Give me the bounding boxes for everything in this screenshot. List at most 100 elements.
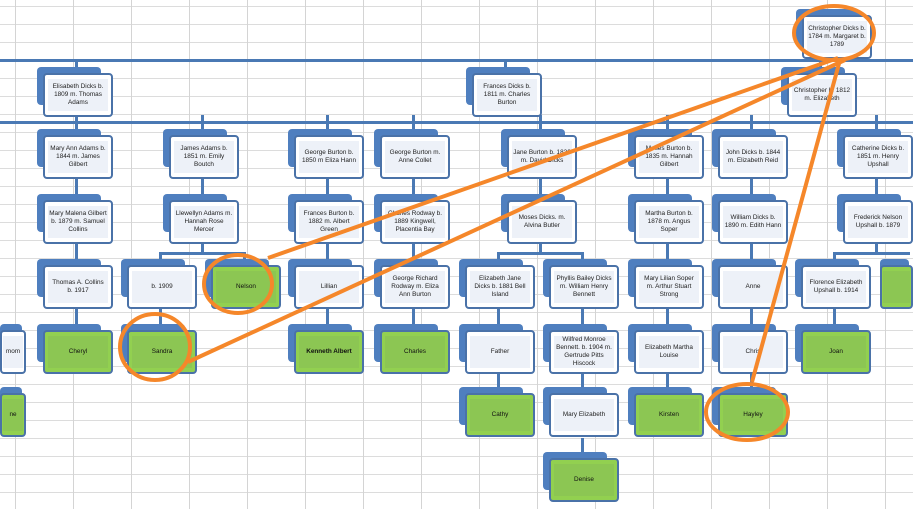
node-label: mom <box>3 336 23 368</box>
tree-node-georgeb2[interactable]: George Burton m. Anne Collet <box>374 129 450 179</box>
tree-node-florence[interactable]: Florence Elizabeth Upshall b. 1914 <box>795 259 871 309</box>
node-label: Catherine Dicks b. 1851 m. Henry Upshall <box>848 141 908 173</box>
connector-line <box>75 308 78 325</box>
node-box: Anne <box>718 265 788 309</box>
connector-line <box>750 373 753 388</box>
node-label: Martha Burton b. 1878 m. Angus Soper <box>639 206 699 238</box>
node-box: Catherine Dicks b. 1851 m. Henry Upshall <box>843 135 913 179</box>
tree-node-sandra[interactable]: Sandra <box>121 324 197 374</box>
connector-line <box>159 308 162 325</box>
tree-node-maryelizabeth[interactable]: Mary Elizabeth <box>543 387 619 437</box>
node-label: Kenneth Albert <box>299 336 359 368</box>
connector-line <box>875 243 878 252</box>
node-label: Kirsten <box>639 399 699 431</box>
tree-node-thomas[interactable]: Thomas A. Collins b. 1917 <box>37 259 113 309</box>
connector-line <box>666 243 669 260</box>
tree-node-elizabethjane[interactable]: Elizabeth Jane Dicks b. 1881 Bell Island <box>459 259 535 309</box>
tree-node-frances[interactable]: Frances Dicks b. 1811 m. Charles Burton <box>466 67 542 117</box>
tree-node-william[interactable]: William Dicks b. 1890 m. Edith Hann <box>712 194 788 244</box>
node-box: George Richard Rodway m. Eliza Ann Burto… <box>380 265 450 309</box>
node-box: Charles Rodway b. 1889 Kingwell, Placent… <box>380 200 450 244</box>
node-label: ne <box>3 399 23 431</box>
node-box: Moses Dicks. m. Alvina Butler <box>507 200 577 244</box>
node-label: William Dicks b. 1890 m. Edith Hann <box>723 206 783 238</box>
node-box: b. 1909 <box>127 265 197 309</box>
tree-node-mosesdicks[interactable]: Moses Dicks. m. Alvina Butler <box>501 194 577 244</box>
node-box: Martha Burton b. 1878 m. Angus Soper <box>634 200 704 244</box>
tree-node-father[interactable]: Father <box>459 324 535 374</box>
node-label: Moses Dicks. m. Alvina Butler <box>512 206 572 238</box>
node-label: Anne <box>723 271 783 303</box>
tree-node-janeburton[interactable]: Jane Burton b. 1830 m. David Dicks <box>501 129 577 179</box>
tree-node-charlesrodway[interactable]: Charles Rodway b. 1889 Kingwell, Placent… <box>374 194 450 244</box>
node-box: Joan <box>801 330 871 374</box>
node-box: Mary Lilian Soper m. Arthur Stuart Stron… <box>634 265 704 309</box>
node-label: Elisabeth Dicks b. 1809 m. Thomas Adams <box>48 79 108 111</box>
tree-node-marymalena[interactable]: Mary Malena Gilbert b. 1879 m. Samuel Co… <box>37 194 113 244</box>
node-label: Frances Dicks b. 1811 m. Charles Burton <box>477 79 537 111</box>
tree-node-cheryl[interactable]: Cheryl <box>37 324 113 374</box>
node-label: Cheryl <box>48 336 108 368</box>
tree-node-anne[interactable]: Anne <box>712 259 788 309</box>
tree-node-kirsten[interactable]: Kirsten <box>628 387 704 437</box>
node-box: ne <box>0 393 26 437</box>
node-box: Wilfred Monroe Bennett. b. 1904 m. Gertr… <box>549 330 619 374</box>
connector-line <box>834 252 910 255</box>
node-label: Father <box>470 336 530 368</box>
connector-line <box>750 243 753 260</box>
tree-node-frederick[interactable]: Frederick Nelson Upshall b. 1879 <box>837 194 913 244</box>
node-box: Christopher Dicks b. 1784 m. Margaret b.… <box>802 15 872 59</box>
tree-node-chris[interactable]: Chris <box>712 324 788 374</box>
tree-node-root[interactable]: Christopher Dicks b. 1784 m. Margaret b.… <box>796 9 872 59</box>
tree-node-marylillian[interactable]: Mary Lilian Soper m. Arthur Stuart Stron… <box>628 259 704 309</box>
connector-line <box>875 178 878 195</box>
tree-node-georgeb1[interactable]: George Burton b. 1850 m Eliza Hann <box>288 129 364 179</box>
tree-node-wilfred[interactable]: Wilfred Monroe Bennett. b. 1904 m. Gertr… <box>543 324 619 374</box>
tree-node-charles[interactable]: Charles <box>374 324 450 374</box>
tree-node-phyllis[interactable]: Phyllis Bailey Dicks m. William Henry Be… <box>543 259 619 309</box>
tree-node-nelson[interactable]: Nelson <box>205 259 281 309</box>
connector-line <box>497 373 500 388</box>
tree-node-jamesadams[interactable]: James Adams b. 1851 m. Emily Boutch <box>163 129 239 179</box>
tree-node-b1909[interactable]: b. 1909 <box>121 259 197 309</box>
tree-node-catherine[interactable]: Catherine Dicks b. 1851 m. Henry Upshall <box>837 129 913 179</box>
tree-node-martha[interactable]: Martha Burton b. 1878 m. Angus Soper <box>628 194 704 244</box>
tree-node-georgerichard[interactable]: George Richard Rodway m. Eliza Ann Burto… <box>374 259 450 309</box>
connector-line <box>666 115 669 130</box>
node-label: Joan <box>806 336 866 368</box>
node-label: Mary Ann Adams b. 1844 m. James Gilbert <box>48 141 108 173</box>
tree-node-lillian[interactable]: Lillian <box>288 259 364 309</box>
node-label: Christopher Dicks b. 1784 m. Margaret b.… <box>807 21 867 53</box>
tree-node-denise[interactable]: Denise <box>543 452 619 502</box>
node-box: Cheryl <box>43 330 113 374</box>
connector-line <box>666 178 669 195</box>
node-box: William Dicks b. 1890 m. Edith Hann <box>718 200 788 244</box>
tree-node-partialne[interactable]: ne <box>0 387 26 437</box>
tree-node-partialgreen[interactable] <box>880 259 913 309</box>
tree-node-kenneth[interactable]: Kenneth Albert <box>288 324 364 374</box>
tree-node-elizabethmartha[interactable]: Elizabeth Martha Louise <box>628 324 704 374</box>
tree-node-elisabeth[interactable]: Elisabeth Dicks b. 1809 m. Thomas Adams <box>37 67 113 117</box>
node-label: Mary Elizabeth <box>554 399 614 431</box>
node-box: Lillian <box>294 265 364 309</box>
node-label: Mary Malena Gilbert b. 1879 m. Samuel Co… <box>48 206 108 238</box>
tree-node-llewellyn[interactable]: Llewellyn Adams m. Hannah Rose Mercer <box>163 194 239 244</box>
tree-node-mom[interactable]: mom <box>0 324 26 374</box>
tree-node-hayley[interactable]: Hayley <box>712 387 788 437</box>
tree-node-mosesburton[interactable]: Moses Burton b. 1835 m. Hannah Gilbert <box>628 129 704 179</box>
node-box: mom <box>0 330 26 374</box>
tree-node-francesburton[interactable]: Frances Burton b. 1882 m. Albert Green <box>288 194 364 244</box>
node-label: Charles Rodway b. 1889 Kingwell, Placent… <box>385 206 445 238</box>
connector-line <box>833 308 836 325</box>
node-label: Denise <box>554 464 614 496</box>
tree-node-joan[interactable]: Joan <box>795 324 871 374</box>
node-box: Kirsten <box>634 393 704 437</box>
tree-node-christopher2[interactable]: Christopher b. 1812 m. Elizabeth <box>781 67 857 117</box>
tree-node-maryann[interactable]: Mary Ann Adams b. 1844 m. James Gilbert <box>37 129 113 179</box>
connector-line <box>201 178 204 195</box>
tree-node-cathy[interactable]: Cathy <box>459 387 535 437</box>
connector-line <box>581 438 584 453</box>
connector-line <box>412 308 415 325</box>
tree-node-johndicks[interactable]: John Dicks b. 1844 m. Elizabeth Reid <box>712 129 788 179</box>
connector-line <box>581 308 584 325</box>
